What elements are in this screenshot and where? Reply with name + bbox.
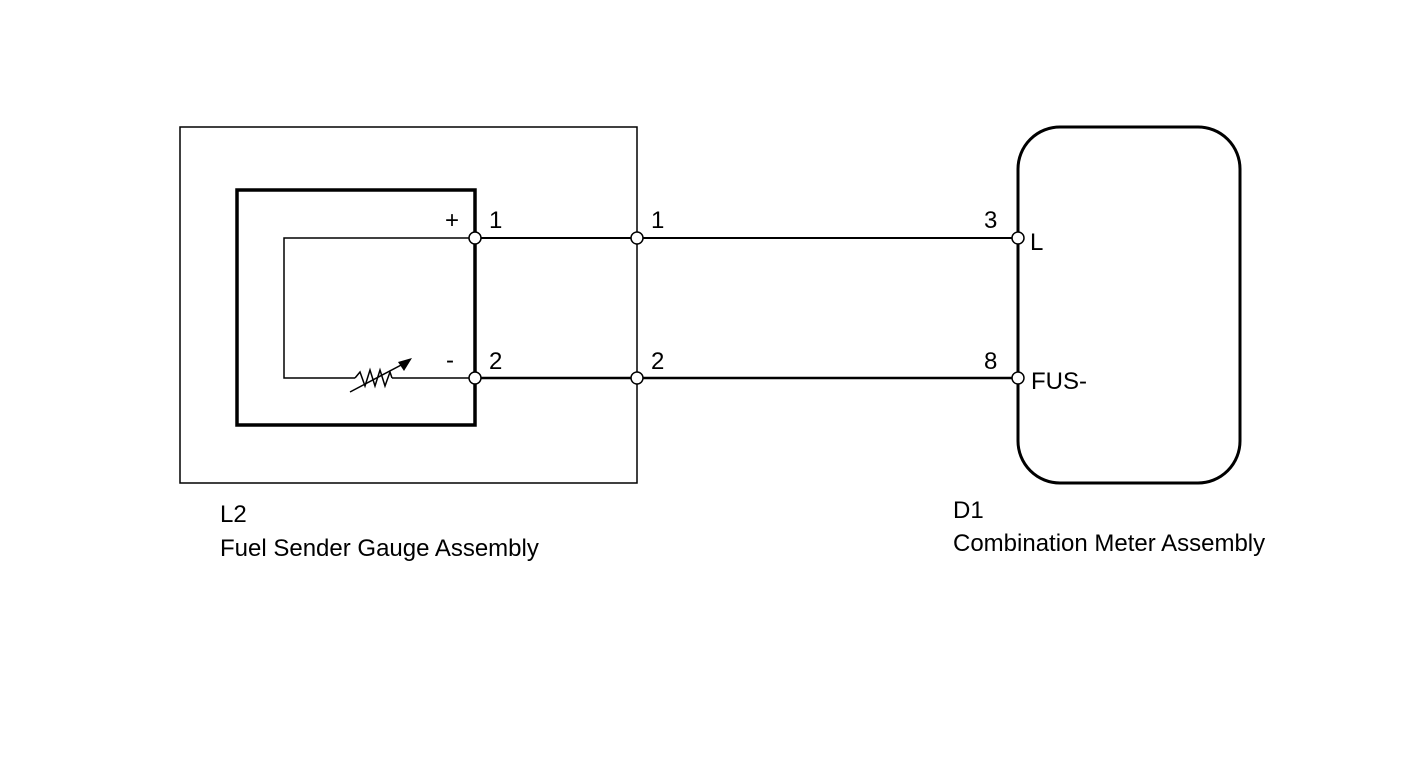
l2-code-label: L2 bbox=[220, 501, 247, 528]
fuel-sender-gauge-body bbox=[235, 188, 477, 427]
plus-sign: + bbox=[445, 207, 459, 234]
signal-label-l: L bbox=[1030, 229, 1043, 256]
pin-label-d1-8: 8 bbox=[984, 348, 997, 375]
pin-label-d1-3: 3 bbox=[984, 207, 997, 234]
pin-label-l2-connector-1: 1 bbox=[651, 207, 664, 234]
d1-name-label: Combination Meter Assembly bbox=[953, 530, 1265, 557]
terminal-l2-connector-2 bbox=[630, 371, 644, 385]
minus-sign: - bbox=[446, 347, 454, 374]
terminal-d1-8 bbox=[1011, 371, 1025, 385]
signal-label-fus: FUS- bbox=[1031, 368, 1087, 395]
combination-meter-body bbox=[1016, 125, 1242, 485]
pin-label-l2-connector-2: 2 bbox=[651, 348, 664, 375]
l2-connector-box bbox=[179, 126, 638, 484]
terminal-l2-inner-1 bbox=[468, 231, 482, 245]
terminal-l2-connector-1 bbox=[630, 231, 644, 245]
d1-code-label: D1 bbox=[953, 497, 984, 524]
variable-resistor-icon bbox=[349, 358, 412, 393]
l2-name-label: Fuel Sender Gauge Assembly bbox=[220, 535, 539, 562]
terminal-l2-inner-2 bbox=[468, 371, 482, 385]
terminal-d1-3 bbox=[1011, 231, 1025, 245]
pin-label-l2-inner-2: 2 bbox=[489, 348, 502, 375]
pin-label-l2-inner-1: 1 bbox=[489, 207, 502, 234]
internal-wire bbox=[283, 237, 475, 379]
